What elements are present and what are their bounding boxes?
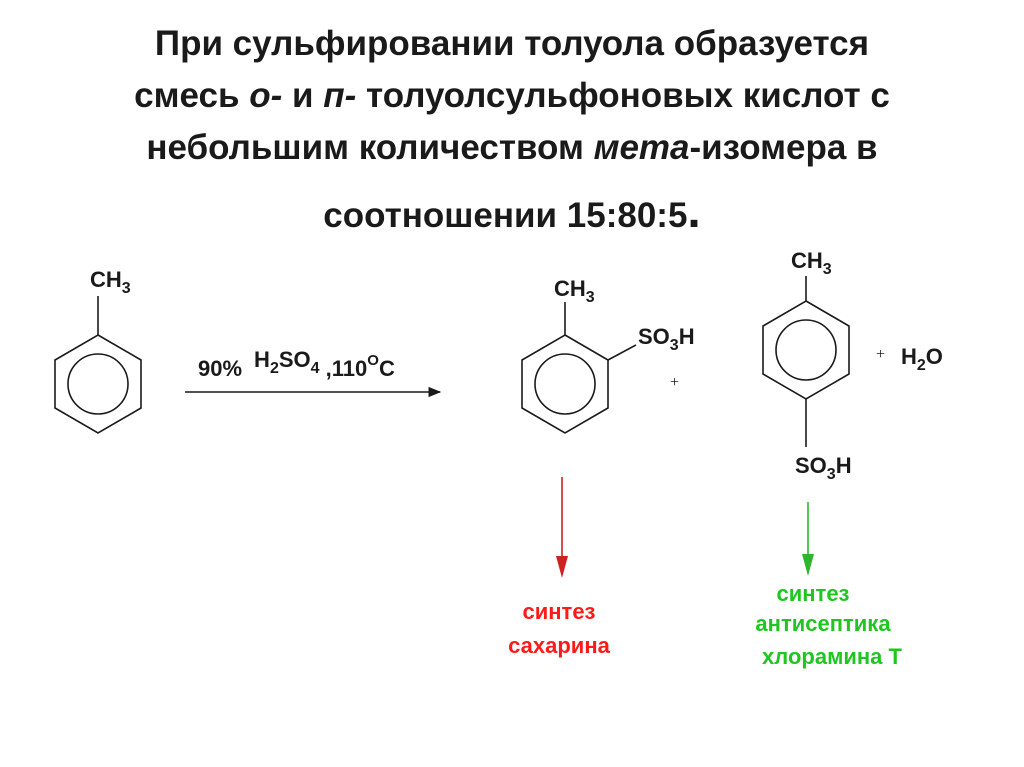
- water-label: H2O: [901, 344, 943, 374]
- title-line-2: смесь о- и п- толуолсульфоновых кислот с: [60, 70, 964, 122]
- ortho-toluenesulfonic-acid: CH3 SO3H: [521, 276, 695, 434]
- saccharin-line-2: сахарина: [508, 633, 610, 658]
- title-text: толуолсульфоновых кислот с: [356, 76, 890, 115]
- title-text: небольшим количеством: [146, 128, 594, 167]
- plus-sign-1: +: [670, 374, 679, 391]
- saccharin-line-1: синтез: [523, 599, 596, 624]
- para-sulfo-label: SO3H: [795, 453, 852, 483]
- meta-word: мета: [593, 128, 690, 167]
- ortho-application-label: синтез сахарина: [508, 599, 610, 658]
- para-toluenesulfonic-acid: CH3 SO3H: [762, 248, 852, 483]
- ortho-aromatic-circle: [534, 353, 596, 415]
- title-line-1: При сульфировании толуола образуется: [154, 24, 870, 63]
- plus-sign-2: +: [876, 346, 885, 363]
- title-period: .: [687, 185, 701, 238]
- slide-title: При сульфировании толуола образуется сме…: [60, 18, 964, 242]
- chloramine-line-1: синтез: [777, 581, 850, 606]
- ortho-application-arrow: [556, 477, 568, 578]
- toluene-aromatic-circle: [67, 353, 129, 415]
- ratio-text: соотношении 15:80:5: [323, 196, 688, 235]
- ortho-sulfo-label: SO3H: [638, 324, 695, 354]
- title-text: и: [282, 76, 324, 115]
- para-prefix: п-: [323, 76, 357, 115]
- title-line-4: соотношении 15:80:5.: [60, 188, 964, 242]
- para-application-arrow: [802, 502, 814, 576]
- ortho-sulfo-bond: [607, 344, 637, 361]
- ortho-prefix: о-: [249, 76, 283, 115]
- ortho-methyl-label: CH3: [554, 276, 595, 306]
- title-text: смесь: [134, 76, 250, 115]
- title-line-3: небольшим количеством мета-изомера в: [60, 122, 964, 174]
- chloramine-line-3: хлорамина Т: [762, 644, 902, 669]
- reaction-conditions: 90%H2SO4 ,110OC: [198, 347, 395, 381]
- toluene-molecule: CH3: [54, 267, 142, 434]
- toluene-ring: [54, 334, 142, 434]
- reaction-arrow-group: 90%H2SO4 ,110OC: [185, 347, 442, 398]
- toluene-methyl-label: CH3: [90, 267, 131, 297]
- title-text: -изомера в: [689, 128, 878, 167]
- para-application-label: синтез антисептика хлорамина Т: [755, 581, 902, 669]
- para-aromatic-circle: [775, 319, 837, 381]
- para-methyl-label: CH3: [791, 248, 832, 278]
- chloramine-line-2: антисептика: [755, 611, 891, 636]
